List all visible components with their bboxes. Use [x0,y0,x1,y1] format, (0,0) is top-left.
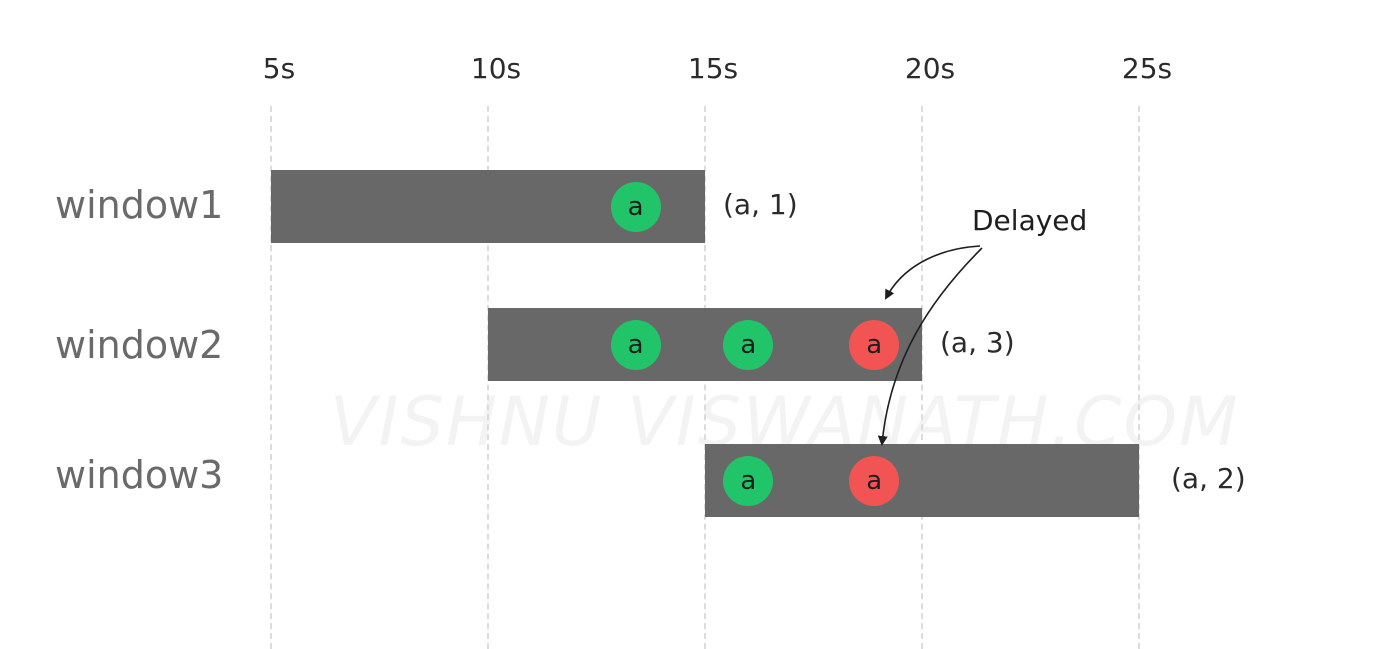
event-window1-0: a [610,181,661,232]
event-window3-0: a [723,455,774,506]
row-label-window3: window3 [55,453,224,497]
row-label-window1: window1 [55,183,224,227]
window-result-window3: (a, 2) [1171,462,1246,495]
tick-label-20s: 20s [904,52,956,85]
event-window2-0: a [610,319,661,370]
event-window2-1: a [723,319,774,370]
row-label-window2: window2 [55,323,224,367]
tick-label-25s: 25s [1121,52,1173,85]
window-result-window1: (a, 1) [723,188,798,221]
arrow-to-window2-delayed [885,245,981,300]
tick-label-5s: 5s [262,52,296,85]
gridline-5s [270,106,272,649]
window-result-window2: (a, 3) [940,326,1015,359]
delayed-event-window2-2: a [849,319,900,370]
arrow-to-window3-delayed [877,247,983,446]
window-bar-window3 [705,444,1139,517]
gridline-25s [1138,106,1140,649]
delayed-callout-label: Delayed [972,204,1088,237]
tick-label-15s: 15s [687,52,739,85]
delayed-event-window3-1: a [849,455,900,506]
tick-label-10s: 10s [470,52,522,85]
gridline-20s [921,106,923,649]
